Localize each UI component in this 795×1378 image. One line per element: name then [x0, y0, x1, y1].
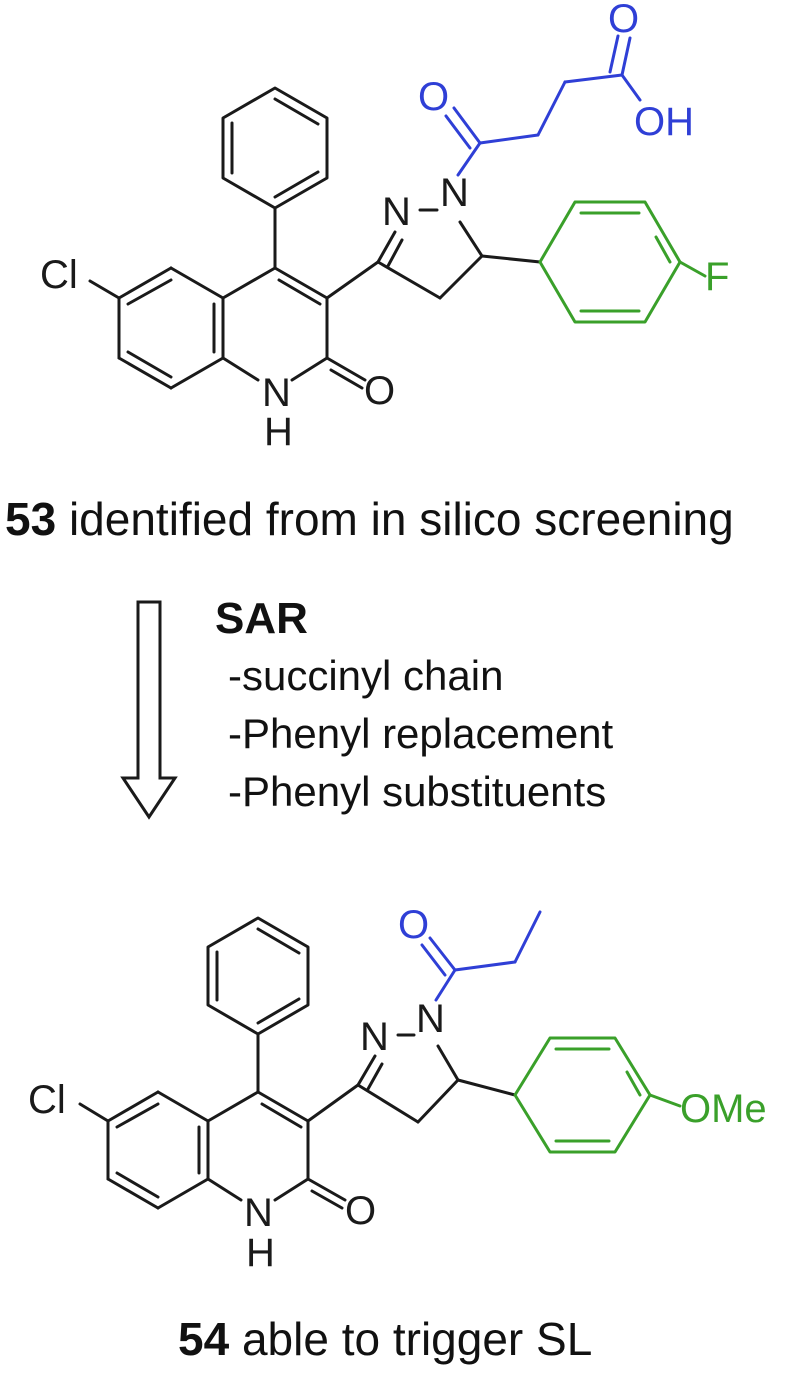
fluorine-label: F [705, 255, 729, 299]
acid-carbonyl-oxygen-label: O [608, 0, 639, 41]
compound-53-caption: 53 identified from in silico screening [5, 493, 734, 545]
sar-item-phenyl-replacement: -Phenyl replacement [228, 710, 614, 757]
sar-title: SAR [215, 594, 308, 643]
compound-54-quinolinone-core [78, 1090, 347, 1210]
lactam-hydrogen-label: H [246, 1231, 275, 1275]
compound-53-fluorophenyl-group [538, 200, 707, 324]
chlorine-label: Cl [40, 253, 78, 297]
sar-item-phenyl-substituents: -Phenyl substituents [228, 768, 606, 815]
compound-53-number: 53 [5, 493, 56, 545]
compound-53-phenyl-ring [221, 86, 329, 270]
pyrazoline-n1-label: N [382, 190, 411, 234]
lactam-nitrogen-label: N [262, 371, 291, 415]
compound-53-description: identified from in silico screening [56, 493, 734, 545]
pyrazoline-n1-label: N [360, 1015, 389, 1059]
compound-54-methoxyphenyl-group [513, 1036, 682, 1154]
compound-54-description: able to trigger SL [229, 1313, 592, 1365]
sar-item-succinyl: -succinyl chain [228, 652, 503, 699]
lactam-oxygen-label: O [364, 369, 395, 413]
ketone-oxygen-label: O [418, 75, 449, 119]
pyrazoline-n2-label: N [440, 171, 469, 215]
compound-53-structure: Cl N N N H O O O OH F [40, 0, 729, 454]
compound-54-number: 54 [178, 1313, 230, 1365]
compound-54-caption: 54 able to trigger SL [178, 1313, 592, 1365]
compound-54-structure: Cl N N N H O O OMe [28, 903, 767, 1275]
compound-54-pyrazoline-ring [306, 1033, 517, 1124]
sar-arrow [120, 600, 178, 820]
compound-54-phenyl-ring [206, 916, 310, 1094]
lactam-nitrogen-label: N [244, 1191, 273, 1235]
acid-hydroxyl-label: OH [634, 100, 694, 144]
lactam-oxygen-label: O [345, 1189, 376, 1233]
chlorine-label: Cl [28, 1078, 66, 1122]
lactam-hydrogen-label: H [264, 410, 293, 454]
compound-53-pyrazoline-ring [325, 208, 542, 300]
compound-53-quinolinone-core [88, 266, 367, 390]
ketone-oxygen-label: O [398, 903, 429, 947]
compound-54-propionyl-group [420, 910, 542, 1002]
pyrazoline-n2-label: N [416, 997, 445, 1041]
methoxy-label: OMe [680, 1087, 767, 1131]
compound-53-succinyl-chain [444, 34, 642, 177]
